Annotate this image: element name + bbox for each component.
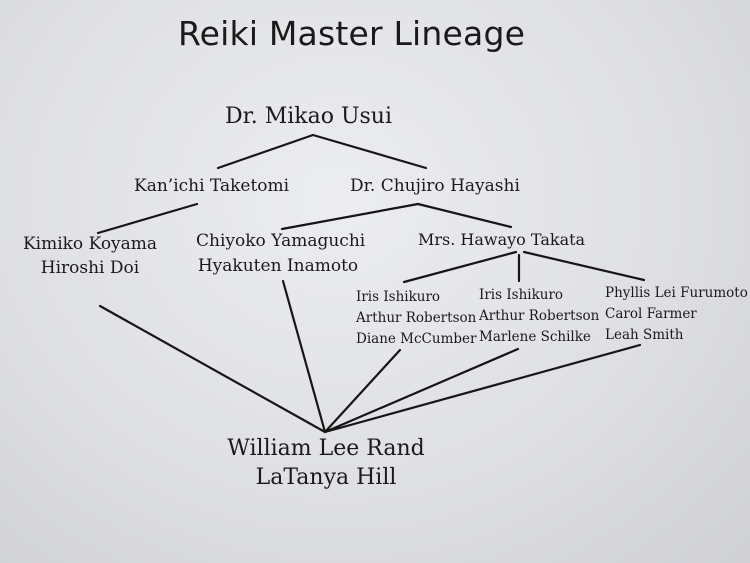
edge-koyama-rand (98, 304, 327, 434)
node-hill: LaTanya Hill (255, 465, 397, 490)
group2-member: Iris Ishikuro (479, 287, 564, 303)
edge-hayashi-yamaguchi (280, 202, 420, 231)
edge-takata-group3 (522, 250, 646, 282)
edge-yamaguchi-rand (281, 279, 327, 434)
group2-member: Marlene Schilke (479, 329, 591, 345)
node-takata: Mrs. Hawayo Takata (418, 230, 586, 249)
edge-takata-group1 (402, 250, 518, 284)
edge-hayashi-takata (416, 202, 513, 229)
group2-member: Arthur Robertson (479, 308, 600, 324)
group3-member: Phyllis Lei Furumoto (605, 285, 748, 301)
group1-member: Diane McCumber (356, 331, 477, 347)
node-yamaguchi: Chiyoko Yamaguchi (196, 231, 366, 251)
page-title: Reiki Master Lineage (178, 14, 526, 53)
edge-taketomi-koyama (96, 202, 199, 235)
edge-usui-hayashi (311, 133, 428, 170)
group1-member: Arthur Robertson (356, 310, 477, 326)
node-hayashi: Dr. Chujiro Hayashi (350, 176, 520, 196)
edge-group2-rand (323, 347, 520, 434)
edge-group3-rand (323, 343, 642, 434)
group3-member: Carol Farmer (605, 306, 697, 322)
node-koyama: Kimiko Koyama (22, 234, 158, 254)
group1-member: Iris Ishikuro (356, 289, 441, 305)
node-usui: Dr. Mikao Usui (225, 104, 393, 129)
node-group2: Iris Ishikuro Arthur Robertson Marlene S… (479, 285, 599, 348)
edge-usui-taketomi (216, 133, 315, 170)
node-doi: Hiroshi Doi (40, 258, 140, 278)
node-group3: Phyllis Lei Furumoto Carol Farmer Leah S… (605, 283, 748, 346)
edge-group1-rand (323, 348, 402, 434)
node-taketomi: Kan’ichi Taketomi (134, 176, 290, 196)
node-rand: William Lee Rand (227, 436, 425, 461)
node-group1: Iris Ishikuro Arthur Robertson Diane McC… (356, 287, 476, 350)
node-inamoto: Hyakuten Inamoto (197, 256, 359, 276)
group3-member: Leah Smith (605, 327, 684, 343)
